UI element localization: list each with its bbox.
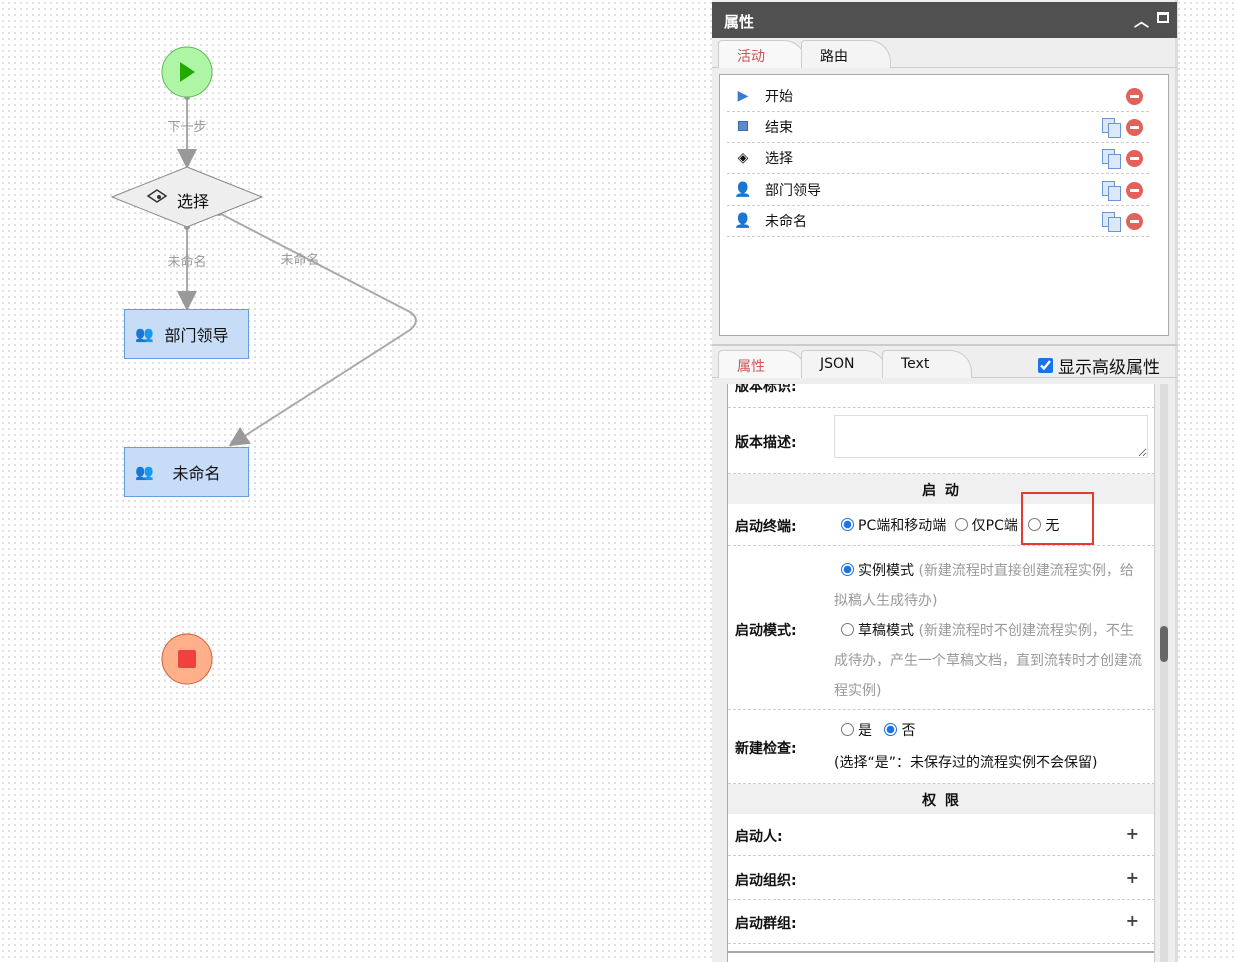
check-hint: (选择“是”：未保存过的流程实例不会保留)	[834, 755, 1098, 771]
tab-routes[interactable]: 路由	[801, 40, 891, 68]
edge-label: 未命名	[167, 255, 207, 270]
choice-icon	[146, 189, 168, 203]
node-label: 未命名	[172, 464, 221, 483]
option-hint: (新建流程时直接创建流程实例，给拟稿人生成待办)	[834, 563, 1134, 609]
flow-canvas[interactable]: 选择 下一步 未命名 未命名 👥 部门领导 👥 未命名	[0, 0, 710, 962]
show-advanced-checkbox[interactable]	[1038, 358, 1053, 373]
field-label: 版本标识:	[735, 384, 797, 395]
task-node-dept-leader[interactable]: 👥 部门领导	[124, 309, 249, 359]
copy-icon[interactable]	[1102, 181, 1121, 201]
user-icon: 👤	[734, 213, 752, 229]
delete-icon[interactable]	[1126, 212, 1143, 230]
field-label: 新建检查:	[735, 741, 797, 757]
user-icon: 👤	[734, 182, 752, 198]
delete-icon[interactable]	[1126, 87, 1143, 105]
activity-list: ▶ 开始 结束 ◈ 选择 👤 部门领导 👤 未命名	[719, 74, 1169, 336]
start-node[interactable]	[161, 46, 213, 98]
item-label: 部门领导	[765, 183, 821, 199]
add-org-icon[interactable]: +	[1125, 868, 1139, 887]
tab-properties[interactable]: 属性	[718, 350, 806, 378]
properties-panel: 属性 ︿ 活动 路由 ▶ 开始 结束 ◈ 选择 👤 部门领导 👤 未命名 属性 JSON…	[712, 0, 1178, 962]
list-item[interactable]: ▶ 开始	[727, 81, 1149, 112]
maximize-icon[interactable]	[1157, 12, 1169, 23]
list-item[interactable]: 👤 未命名	[727, 206, 1149, 237]
mode-option-instance[interactable]: 实例模式 (新建流程时直接创建流程实例，给拟稿人生成待办)	[834, 556, 1146, 616]
choice-node-label: 选择	[177, 192, 210, 211]
check-option-yes[interactable]: 是	[841, 723, 872, 739]
choice-icon: ◈	[737, 150, 749, 166]
list-item[interactable]: ◈ 选择	[727, 143, 1149, 174]
item-label: 选择	[765, 151, 793, 167]
add-starter-icon[interactable]: +	[1125, 824, 1139, 843]
terminal-option-pc-only[interactable]: 仅PC端	[954, 518, 1018, 534]
item-label: 结束	[765, 120, 793, 136]
terminal-option-pc-mobile[interactable]: PC端和移动端	[841, 518, 946, 534]
field-label: 启动模式:	[735, 623, 797, 639]
option-label: 否	[901, 723, 916, 739]
play-icon: ▶	[737, 88, 749, 104]
option-label: 仅PC端	[971, 518, 1018, 534]
edge-label: 下一步	[167, 120, 207, 135]
terminal-option-none[interactable]: 无	[1028, 518, 1059, 534]
version-desc-textarea[interactable]	[834, 415, 1148, 458]
highlight-box	[1021, 492, 1094, 545]
tab-json[interactable]: JSON	[801, 350, 887, 378]
item-label: 开始	[765, 89, 793, 105]
field-label: 版本描述:	[735, 435, 797, 451]
properties-form: 版本标识: 版本描述: 启 动 启动终端: PC端和移动端 仅PC端 无 启动模…	[727, 384, 1155, 962]
scrollbar[interactable]	[1160, 384, 1168, 962]
scrollbar-thumb[interactable]	[1160, 626, 1168, 662]
copy-icon[interactable]	[1102, 118, 1121, 138]
list-item[interactable]: 👤 部门领导	[727, 175, 1149, 206]
field-label: 启动终端:	[735, 519, 797, 535]
field-label: 启动人:	[735, 829, 783, 845]
collapse-icon[interactable]: ︿	[1133, 12, 1149, 30]
check-option-no[interactable]: 否	[884, 723, 915, 739]
field-label: 启动群组:	[735, 916, 797, 932]
field-label: 启动组织:	[735, 873, 797, 889]
section-permissions: 权 限	[728, 784, 1154, 814]
option-hint: (新建流程时不创建流程实例，不生成待办，产生一个草稿文档，直到流转时才创建流程实…	[834, 623, 1142, 699]
copy-icon[interactable]	[1102, 149, 1121, 169]
delete-icon[interactable]	[1126, 118, 1143, 136]
users-icon: 👥	[135, 463, 154, 481]
show-advanced-toggle[interactable]: 显示高级属性	[1038, 353, 1160, 378]
delete-icon[interactable]	[1126, 181, 1143, 199]
edge-label: 未命名	[280, 253, 320, 268]
option-label: 草稿模式	[858, 623, 914, 639]
stop-icon	[178, 650, 196, 668]
tab-text[interactable]: Text	[882, 350, 972, 378]
mode-option-draft[interactable]: 草稿模式 (新建流程时不创建流程实例，不生成待办，产生一个草稿文档，直到流转时才…	[834, 616, 1146, 706]
tab-activities[interactable]: 活动	[718, 40, 806, 68]
option-label: 是	[858, 723, 872, 739]
task-node-unnamed[interactable]: 👥 未命名	[124, 447, 249, 497]
stop-icon	[731, 119, 755, 135]
panel-title: 属性	[724, 13, 755, 31]
copy-icon[interactable]	[1102, 212, 1121, 232]
end-node[interactable]	[161, 633, 213, 685]
section-start: 启 动	[728, 474, 1154, 504]
item-label: 未命名	[765, 214, 807, 230]
show-advanced-label: 显示高级属性	[1058, 358, 1160, 378]
option-label: PC端和移动端	[858, 518, 947, 534]
node-label: 部门领导	[164, 326, 229, 345]
choice-node[interactable]	[110, 166, 264, 228]
add-group-icon[interactable]: +	[1125, 911, 1139, 930]
delete-icon[interactable]	[1126, 149, 1143, 167]
list-item[interactable]: 结束	[727, 112, 1149, 143]
users-icon: 👥	[135, 325, 154, 343]
option-label: 无	[1045, 518, 1060, 534]
play-icon	[180, 62, 195, 82]
panel-header: 属性 ︿	[712, 2, 1177, 38]
option-label: 实例模式	[858, 563, 914, 579]
